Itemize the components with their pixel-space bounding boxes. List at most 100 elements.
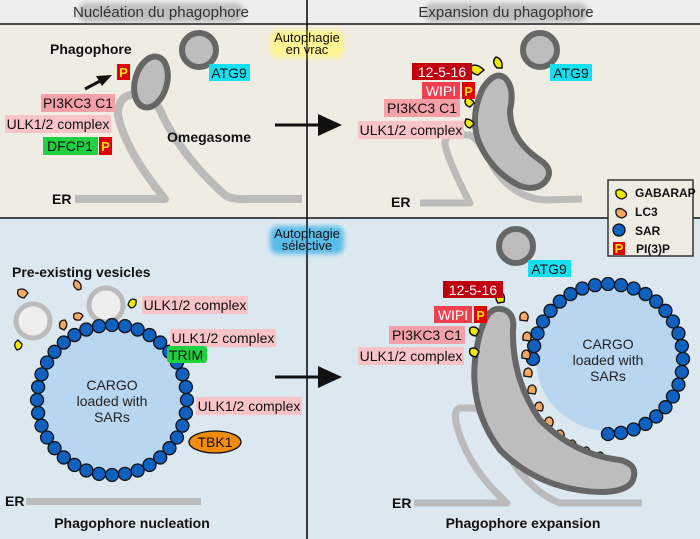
sar-icon [543,303,558,318]
sar-icon [175,418,190,433]
sar-icon [675,351,691,367]
phagophore [131,53,171,111]
sar-icon [142,327,157,343]
svg-text:ER: ER [392,495,411,511]
sar-icon [626,422,641,437]
sar-icon [665,389,681,404]
sar-ring [525,276,691,442]
sar-icon [56,335,71,350]
sar-icon [34,367,49,382]
sar-icon [563,286,578,302]
cargo [536,287,680,431]
sar-icon [671,326,686,341]
ulk-label: ULK1/2 complex [172,330,275,346]
sar-icon [600,426,616,442]
pi3kc3-label: PI3KC3 C1 [387,100,457,116]
cargo [40,328,184,472]
tbk1 [188,430,242,454]
vesicle [13,301,53,341]
svg-text:P: P [464,84,473,99]
ulk-label: ULK1/2 complex [198,398,301,414]
vesicles-label: Pre-existing vesicles [12,264,151,280]
dfcp1-label: DFCP1 [47,138,93,154]
atg9-label: ATG9 [553,65,589,81]
sar-icon [575,281,590,296]
svg-text:PI(3)P: PI(3)P [636,242,670,256]
caption: Phagophore expansion [446,515,601,531]
svg-text:Phagophore: Phagophore [50,41,132,57]
sar-icon [39,430,55,445]
sar-icon [47,344,62,359]
er-membrane [26,498,201,505]
lc3-icon [534,401,544,412]
svg-text:P: P [615,241,624,256]
sar-icon [612,223,626,237]
pi3p-icon [117,64,130,80]
lc3-icon [521,349,531,360]
lc3-icon [527,384,537,395]
sar-icon [91,318,107,334]
sar-icon [162,441,177,456]
sar-icon [67,327,82,343]
sar-icon [658,400,673,415]
svg-text:CARGO: CARGO [582,336,633,352]
wipi-label: WIPI [438,307,468,323]
sar-icon [530,326,545,341]
pi3p-icon [462,82,475,99]
sar-icon [658,303,673,318]
sar-icon [29,392,45,408]
gabarap-cluster [464,56,503,129]
trim-label: TRIM [169,347,203,363]
svg-text:Expansion du phagophore: Expansion du phagophore [418,4,593,21]
pi3kc3-label: PI3KC3 C1 [43,95,113,111]
sar-icon [104,317,120,333]
sar-icon [535,314,551,329]
sar-icon [674,338,690,354]
svg-text:ER: ER [52,191,71,207]
lc3-icon [523,367,533,378]
sar-icon [91,466,107,482]
header-left: Nucléation du phagophore [73,3,249,22]
pi3p-icon [613,242,625,255]
ulk-label: ULK1/2 complex [7,116,110,132]
svg-text:SAR: SAR [635,224,661,238]
phagophore [471,305,638,496]
sar-icon [626,281,641,296]
omegasome-label: Omegasome [167,129,251,145]
sar-icon [79,463,94,478]
pi3kc3-label: PI3KC3 C1 [392,327,462,343]
ulk-label: ULK1/2 complex [360,122,463,138]
sar-icon [56,450,71,465]
sar-icon [638,286,653,302]
sar-icon [130,463,145,478]
sar-icon [649,409,664,424]
sar-icon [47,441,62,456]
er-membrane [414,404,642,507]
gabarap-icon [615,188,628,200]
lc3-icon [522,331,532,342]
sar-icon [117,318,133,334]
svg-text:loaded with: loaded with [573,352,644,368]
lc3-icon [519,311,529,322]
sar-icon [30,405,46,421]
svg-text:CARGO: CARGO [86,377,137,393]
sar-icon [153,450,168,465]
pi3p-icon [99,137,112,155]
atg9-label: ATG9 [531,261,567,277]
sar-icon [67,457,82,473]
sar-icon [153,335,168,350]
sar-icon [34,418,49,433]
atg12-label: 12-5-16 [449,282,497,298]
sar-icon [179,392,195,408]
svg-text:loaded with: loaded with [77,393,148,409]
sar-icon [587,277,603,293]
svg-text:TBK1: TBK1 [197,434,232,450]
svg-text:P: P [119,65,128,80]
atg12-label: 12-5-16 [418,64,466,80]
svg-text:P: P [476,308,485,323]
arrow-icon [318,366,342,388]
arrow-icon [318,114,342,136]
sar-icon [175,367,190,382]
header-right: Expansion du phagophore [418,3,594,22]
